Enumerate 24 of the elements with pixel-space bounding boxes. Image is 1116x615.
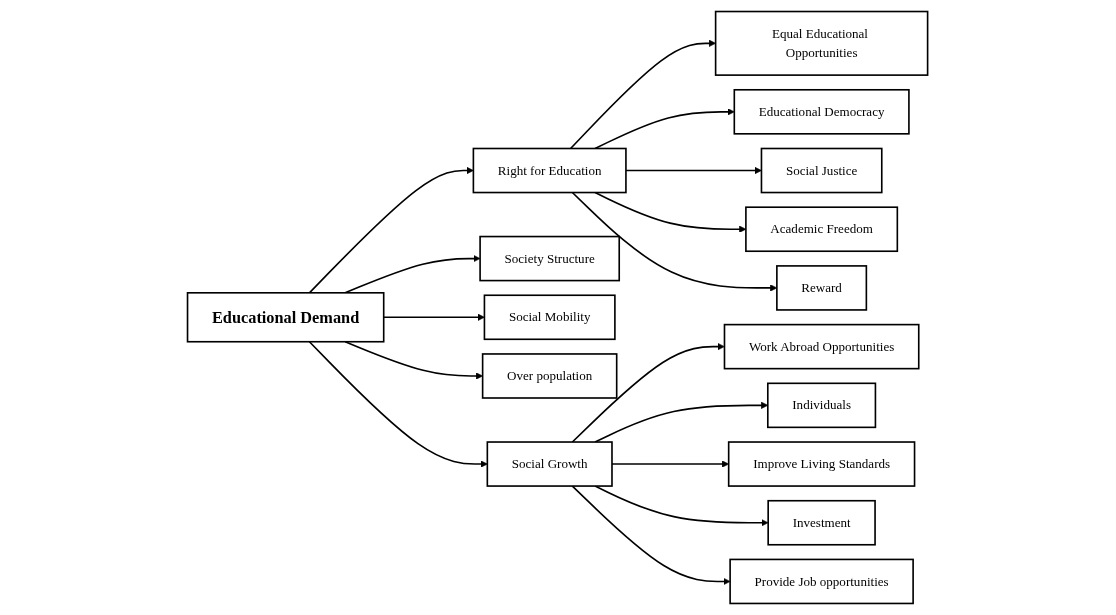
arrow (594, 485, 769, 527)
node-box: Investment (767, 499, 877, 546)
arrow (344, 340, 484, 380)
node-box: Equal Educational Opportunities (715, 10, 929, 76)
node-box: Provide Job opportunities (729, 558, 915, 605)
node-box: Society Structure (479, 235, 621, 282)
node-box: Reward (776, 265, 868, 311)
node-box: Educational Demand (187, 292, 385, 343)
node-box: Academic Freedom (745, 206, 899, 253)
node-box: Right for Education (473, 147, 628, 194)
node-box: Over population (482, 353, 618, 399)
arrow (594, 191, 747, 233)
arrow (344, 255, 481, 294)
arrow (570, 39, 717, 150)
node-box: Improve Living Standards (728, 441, 916, 487)
node-box: Educational Democracy (733, 89, 911, 135)
node-box: Social Justice (761, 147, 883, 194)
node-box: Work Abroad Opportunities (724, 323, 920, 370)
arrow (571, 191, 778, 292)
node-box: Social Growth (486, 441, 614, 487)
arrow (571, 485, 731, 586)
arrow (594, 401, 769, 443)
node-box: Individuals (767, 382, 877, 429)
node-box: Social Mobility (484, 294, 617, 341)
